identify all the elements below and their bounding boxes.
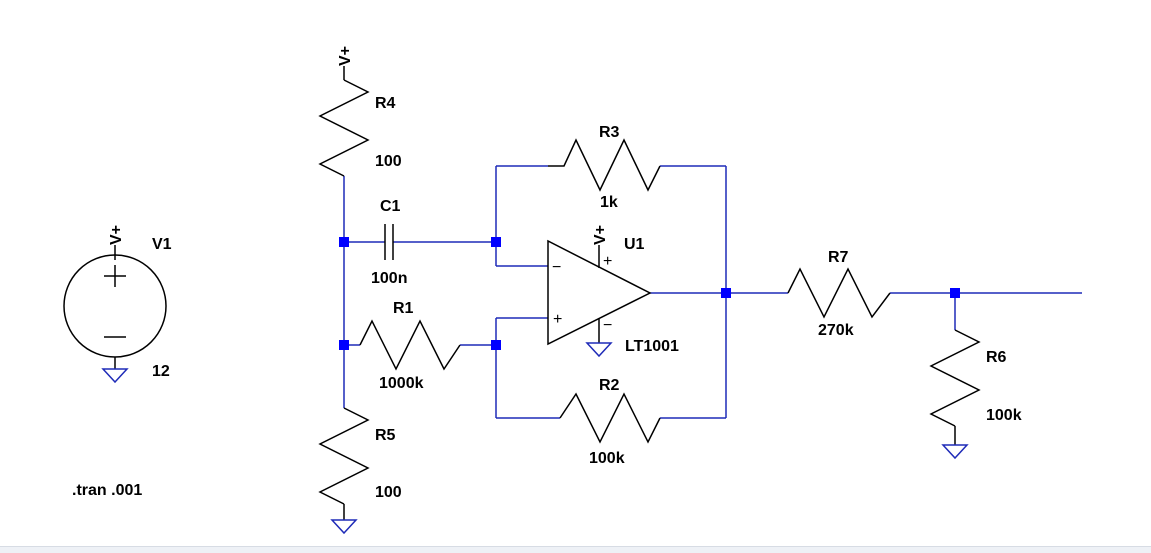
u1-supply-label: V+: [592, 225, 609, 245]
r4-name-label: R4: [375, 95, 396, 112]
r1-name-label: R1: [393, 300, 414, 317]
ground-icon: [941, 444, 969, 460]
resistor-r7[interactable]: [787, 267, 891, 319]
r5-name-label: R5: [375, 427, 396, 444]
ground-icon: [101, 368, 129, 384]
supply-minus-symbol: −: [603, 317, 612, 334]
c1-name-label: C1: [380, 198, 401, 215]
noninverting-input-symbol: +: [553, 311, 562, 328]
junction-nodes: [339, 237, 960, 350]
v1-name-label: V1: [152, 236, 172, 253]
ground-icon: [330, 519, 358, 535]
r3-value-label: 1k: [600, 194, 618, 211]
resistor-r1[interactable]: [359, 319, 461, 371]
wires: [343, 165, 1082, 419]
ground-icon: [585, 342, 613, 358]
r4-supply-label: V+: [337, 46, 354, 66]
resistor-r5[interactable]: [318, 407, 370, 535]
spice-directive[interactable]: .tran .001: [72, 482, 142, 499]
node-dot: [339, 237, 349, 247]
r2-name-label: R2: [599, 377, 620, 394]
resistor-r2[interactable]: [559, 392, 661, 444]
u1-name-label: U1: [624, 236, 645, 253]
r3-name-label: R3: [599, 124, 620, 141]
inverting-input-symbol: −: [552, 259, 561, 276]
c1-value-label: 100n: [371, 270, 407, 287]
voltage-source-v1[interactable]: [63, 245, 167, 384]
capacitor-c1[interactable]: [384, 224, 394, 260]
u1-value-label: LT1001: [625, 338, 679, 355]
r4-value-label: 100: [375, 153, 402, 170]
node-dot: [491, 340, 501, 350]
r6-name-label: R6: [986, 349, 1007, 366]
node-dot: [491, 237, 501, 247]
r7-name-label: R7: [828, 249, 849, 266]
v1-supply-label: V+: [108, 225, 125, 245]
r2-value-label: 100k: [589, 450, 625, 467]
node-dot: [950, 288, 960, 298]
supply-plus-symbol: +: [603, 253, 612, 270]
resistor-r4[interactable]: [318, 66, 370, 177]
node-dot: [721, 288, 731, 298]
v1-value-label: 12: [152, 363, 170, 380]
r7-value-label: 270k: [818, 322, 854, 339]
node-dot: [339, 340, 349, 350]
resistor-r6[interactable]: [929, 329, 981, 460]
opamp-u1[interactable]: − + + −: [547, 239, 652, 358]
r5-value-label: 100: [375, 484, 402, 501]
r6-value-label: 100k: [986, 407, 1022, 424]
r1-value-label: 1000k: [379, 375, 424, 392]
resistor-r3[interactable]: [548, 138, 661, 192]
window-bottom-edge: [0, 546, 1151, 553]
